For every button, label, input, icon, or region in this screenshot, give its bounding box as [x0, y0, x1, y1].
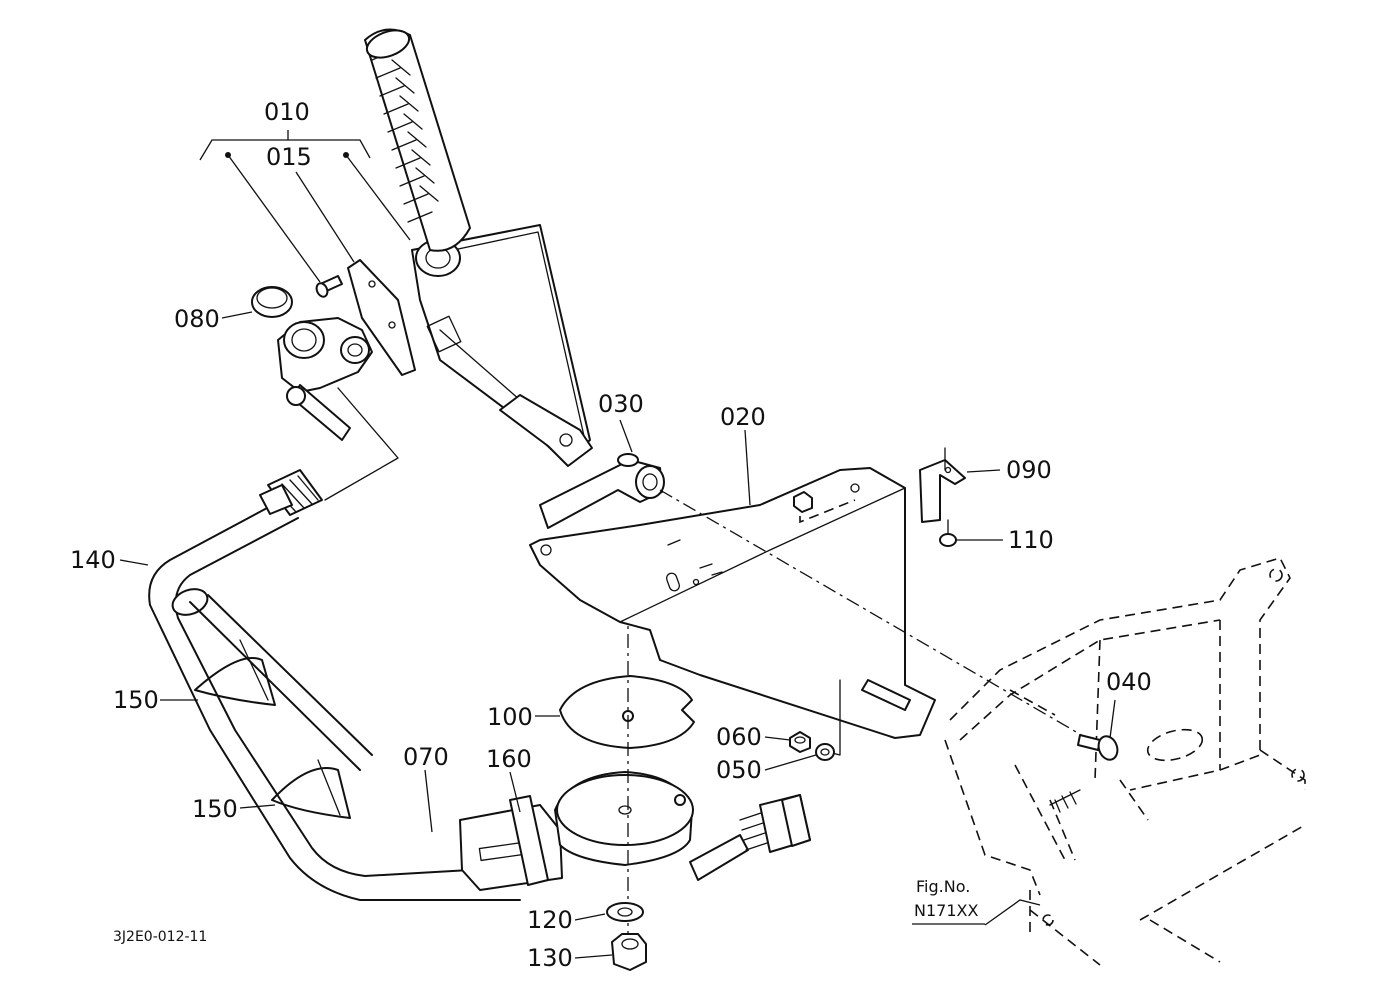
rotary-sensor [554, 771, 694, 866]
pedal-grip [364, 28, 471, 252]
callout-020: 020 [720, 403, 766, 431]
callout-070: 070 [403, 743, 449, 771]
screw-110 [939, 519, 957, 547]
angle-bracket [919, 459, 966, 523]
cable-tie-lower [271, 759, 351, 819]
callout-150-upper: 150 [113, 686, 159, 714]
cable-tie-upper [194, 639, 276, 706]
callout-110: 110 [1008, 526, 1054, 554]
drawing-code: 3J2E0-012-11 [113, 929, 207, 945]
roll-pin [861, 679, 911, 711]
callout-050: 050 [716, 756, 762, 784]
leader-lines [119, 311, 1116, 959]
frame-outline [944, 557, 1306, 966]
main-bracket [529, 467, 936, 739]
figure-ref-caption: Fig.No. [916, 877, 970, 896]
nut-130 [611, 933, 647, 971]
bracket-nut [793, 491, 813, 513]
callout-150-lower: 150 [192, 795, 238, 823]
bracket-bolt [315, 275, 343, 298]
callout-040: 040 [1106, 668, 1152, 696]
callout-090: 090 [1006, 456, 1052, 484]
callout-080: 080 [174, 305, 220, 333]
washer-050 [815, 743, 835, 761]
callout-030: 030 [598, 390, 644, 418]
figure-ref-number: N171XX [914, 901, 978, 920]
washer-120 [606, 902, 644, 922]
callout-labels: 010 015 020 030 040 050 060 070 080 090 … [70, 98, 1152, 972]
pedal-arm [411, 224, 593, 467]
callout-010: 010 [264, 98, 310, 126]
callout-015: 015 [266, 143, 312, 171]
carriage-bolt [1077, 734, 1119, 761]
connector-housing [459, 795, 563, 891]
sensor-housing [277, 317, 373, 441]
dust-cap [251, 286, 293, 318]
callout-140: 140 [70, 546, 116, 574]
callout-160: 160 [486, 745, 532, 773]
callout-120: 120 [527, 906, 573, 934]
wire-harness-tube [148, 499, 521, 901]
mounting-bracket [347, 259, 416, 376]
callout-060: 060 [716, 723, 762, 751]
pivot-pin [539, 453, 665, 529]
figure-reference: Fig.No. N171XX [912, 877, 985, 925]
callout-bracket-010 [199, 130, 411, 283]
knurled-connector [259, 469, 323, 516]
nut-060 [789, 731, 811, 753]
callout-100: 100 [487, 703, 533, 731]
cover-plate [559, 675, 695, 749]
sensor-plug [689, 794, 811, 881]
callout-130: 130 [527, 944, 573, 972]
